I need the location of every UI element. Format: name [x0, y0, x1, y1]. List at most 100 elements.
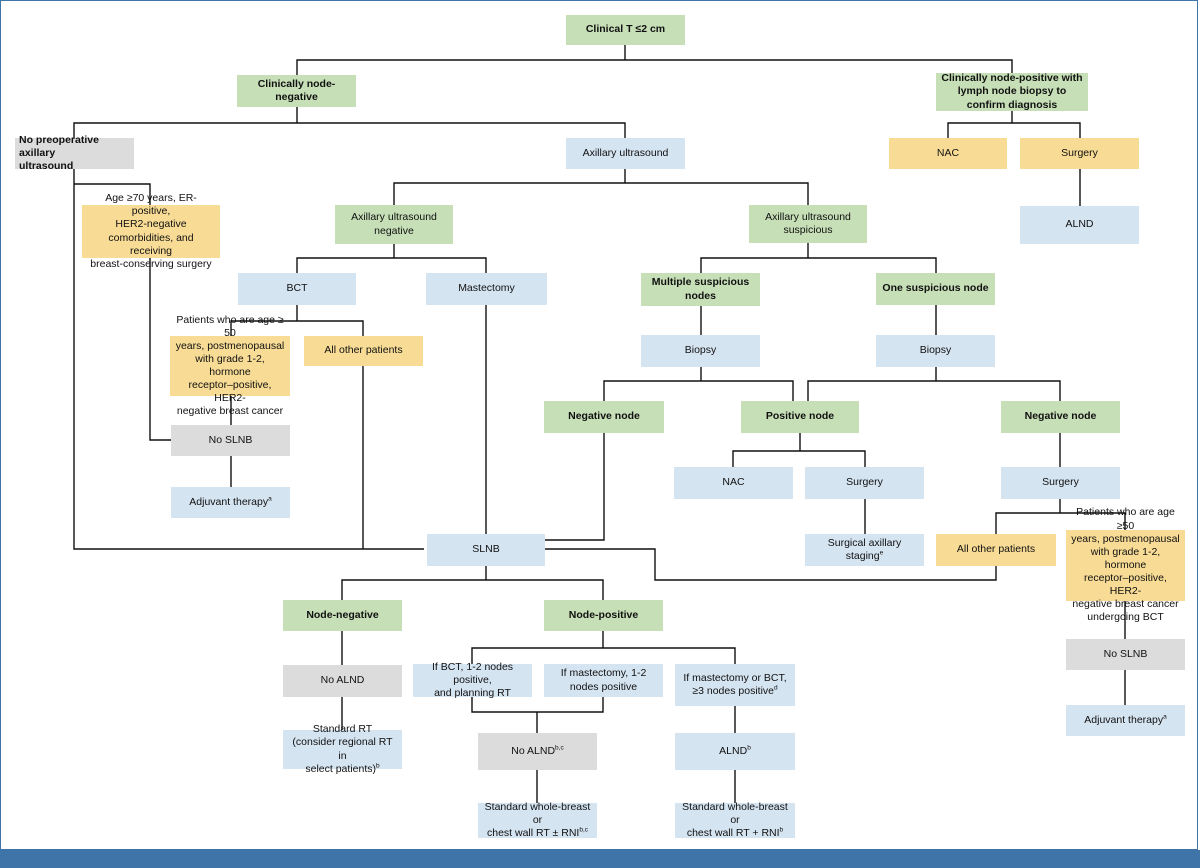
edge-us — [393, 169, 809, 205]
if-mastectomy-label: If mastectomy, 1-2 nodes positive — [560, 667, 647, 693]
wb-rt-plus-label: Standard whole-breast or chest wall RT +… — [679, 801, 791, 840]
patients50-left-label: Patients who are age ≥ 50 years, postmen… — [175, 313, 285, 418]
wb-rt-pm-box: Standard whole-breast or chest wall RT ±… — [478, 801, 597, 840]
all-other-right-label: All other patients — [956, 543, 1036, 556]
alnd-mid-label: ALNDb — [719, 745, 751, 758]
nac-mid-box: NAC — [674, 467, 793, 499]
nac-top-box: NAC — [889, 138, 1007, 169]
wb-rt-plus-footnote: b — [779, 826, 784, 834]
alnd-mid-box: ALNDb — [675, 733, 795, 770]
no-slnb-left-label: No SLNB — [208, 433, 253, 446]
edge-biopsy-left — [603, 367, 794, 401]
standard-rt-box: Standard RT (consider regional RT in sel… — [283, 723, 402, 775]
no-slnb-right-box: No SLNB — [1066, 639, 1185, 670]
if-bct-label: If BCT, 1-2 nodes positive, and planning… — [431, 660, 514, 700]
patients50-left-box: Patients who are age ≥ 50 years, postmen… — [170, 314, 290, 417]
wb-rt-pm-text: Standard whole-breast or chest wall RT ±… — [484, 800, 591, 840]
all-other-left-box: All other patients — [304, 336, 423, 366]
edge-positive-node — [732, 433, 866, 467]
age70-label: Age ≥70 years, ER-positive, HER2-negativ… — [90, 192, 212, 270]
if-mast-or-bct-box: If mastectomy or BCT, ≥3 nodes positived — [675, 664, 795, 706]
surgical-axillary-box: Surgical axillary staginge — [805, 534, 924, 566]
no-slnb-left-box: No SLNB — [171, 425, 290, 456]
wb-rt-plus-box: Standard whole-breast or chest wall RT +… — [675, 801, 795, 840]
multiple-nodes-label: Multiple suspicious nodes — [651, 276, 750, 302]
no-alnd-mid-label: No ALNDb,c — [511, 745, 563, 758]
no-slnb-right-label: No SLNB — [1103, 647, 1148, 660]
edge-root — [296, 45, 1013, 75]
surgery-top-label: Surgery — [1061, 146, 1098, 159]
edge-if-bct-mast — [471, 697, 604, 733]
positive-node-label: Positive node — [765, 410, 835, 423]
no-alnd-mid-box: No ALNDb,c — [478, 733, 597, 770]
biopsy-left-label: Biopsy — [684, 344, 717, 357]
node-positive-slnb-box: Node-positive — [544, 600, 663, 631]
edge-us-suspicious — [700, 243, 937, 273]
slnb-box: SLNB — [427, 534, 545, 566]
slnb-label: SLNB — [472, 543, 500, 556]
biopsy-left-box: Biopsy — [641, 335, 760, 367]
edge-all-other-right — [545, 548, 997, 581]
standard-rt-label: Standard RT (consider regional RT in sel… — [287, 723, 398, 776]
clinically-node-negative-box: Clinically node-negative — [237, 75, 356, 107]
negative-node-left-box: Negative node — [544, 401, 664, 433]
alnd-mid-footnote: b — [747, 744, 751, 752]
if-mast-or-bct-label: If mastectomy or BCT, ≥3 nodes positived — [683, 672, 786, 698]
wb-rt-pm-footnote: b,c — [579, 826, 588, 834]
clinically-node-negative-label: Clinically node-negative — [257, 77, 336, 103]
no-preop-us-label: No preoperative axillary ultrasound — [19, 133, 99, 173]
standard-rt-text: Standard RT (consider regional RT in sel… — [292, 723, 393, 775]
if-mast-or-bct-footnote: d — [774, 684, 778, 692]
surgery-right-box: Surgery — [1001, 467, 1120, 499]
edge-surgery-right — [995, 499, 1126, 534]
bct-label: BCT — [286, 282, 308, 295]
alnd-mid-text: ALND — [719, 744, 748, 757]
clinical-t-box: Clinical T ≤2 cm — [566, 15, 685, 45]
biopsy-right-label: Biopsy — [919, 344, 952, 357]
positive-node-box: Positive node — [741, 401, 859, 433]
edge-bct — [230, 305, 364, 336]
edge-node-negative — [73, 107, 626, 138]
multiple-nodes-box: Multiple suspicious nodes — [641, 273, 760, 306]
if-mast-or-bct-text: If mastectomy or BCT, ≥3 nodes positive — [683, 671, 787, 697]
adjuvant-right-text: Adjuvant therapy — [1084, 713, 1164, 726]
one-node-label: One suspicious node — [882, 282, 989, 295]
biopsy-right-box: Biopsy — [876, 335, 995, 367]
adjuvant-left-footnote: a — [268, 495, 272, 503]
us-negative-box: Axillary ultrasound negative — [335, 205, 453, 244]
no-preop-us-box: No preoperative axillary ultrasound — [15, 134, 134, 172]
no-alnd-left-box: No ALND — [283, 665, 402, 697]
all-other-left-label: All other patients — [324, 344, 403, 357]
edge-us-negative — [296, 244, 487, 273]
patients50-right-label: Patients who are age ≥50 years, postmeno… — [1071, 506, 1180, 624]
edge-biopsy-right — [807, 367, 1061, 401]
patients50-right-box: Patients who are age ≥50 years, postmeno… — [1066, 506, 1185, 623]
negative-node-right-label: Negative node — [1024, 410, 1097, 423]
wb-rt-pm-label: Standard whole-breast or chest wall RT ±… — [482, 801, 593, 840]
no-alnd-mid-footnote: b,c — [555, 744, 564, 752]
age70-box: Age ≥70 years, ER-positive, HER2-negativ… — [82, 192, 220, 270]
surgery-mid-label: Surgery — [846, 476, 883, 489]
edge-slnb — [341, 566, 604, 600]
edge-neg-node-left — [545, 433, 605, 541]
negative-node-right-box: Negative node — [1001, 401, 1120, 433]
mastectomy-box: Mastectomy — [426, 273, 547, 305]
surgical-axillary-text: Surgical axillary staging — [827, 536, 902, 562]
edge-no-preop — [73, 169, 424, 550]
node-negative-slnb-label: Node-negative — [306, 608, 379, 621]
wb-rt-plus-text: Standard whole-breast or chest wall RT +… — [682, 800, 788, 840]
adjuvant-right-footnote: a — [1163, 713, 1167, 721]
surgery-top-box: Surgery — [1020, 138, 1139, 169]
axillary-us-label: Axillary ultrasound — [582, 146, 669, 159]
if-bct-box: If BCT, 1-2 nodes positive, and planning… — [413, 660, 532, 700]
node-positive-slnb-label: Node-positive — [568, 608, 639, 621]
surgical-axillary-label: Surgical axillary staginge — [828, 537, 902, 563]
adjuvant-left-box: Adjuvant therapya — [171, 487, 290, 518]
us-negative-label: Axillary ultrasound negative — [351, 211, 437, 237]
all-other-right-box: All other patients — [936, 534, 1056, 566]
surgical-axillary-footnote: e — [879, 549, 884, 557]
bottom-bar — [0, 850, 1200, 868]
clinical-t-label: Clinical T ≤2 cm — [585, 23, 666, 36]
adjuvant-left-text: Adjuvant therapy — [189, 495, 269, 508]
us-suspicious-box: Axillary ultrasound suspicious — [749, 205, 867, 243]
